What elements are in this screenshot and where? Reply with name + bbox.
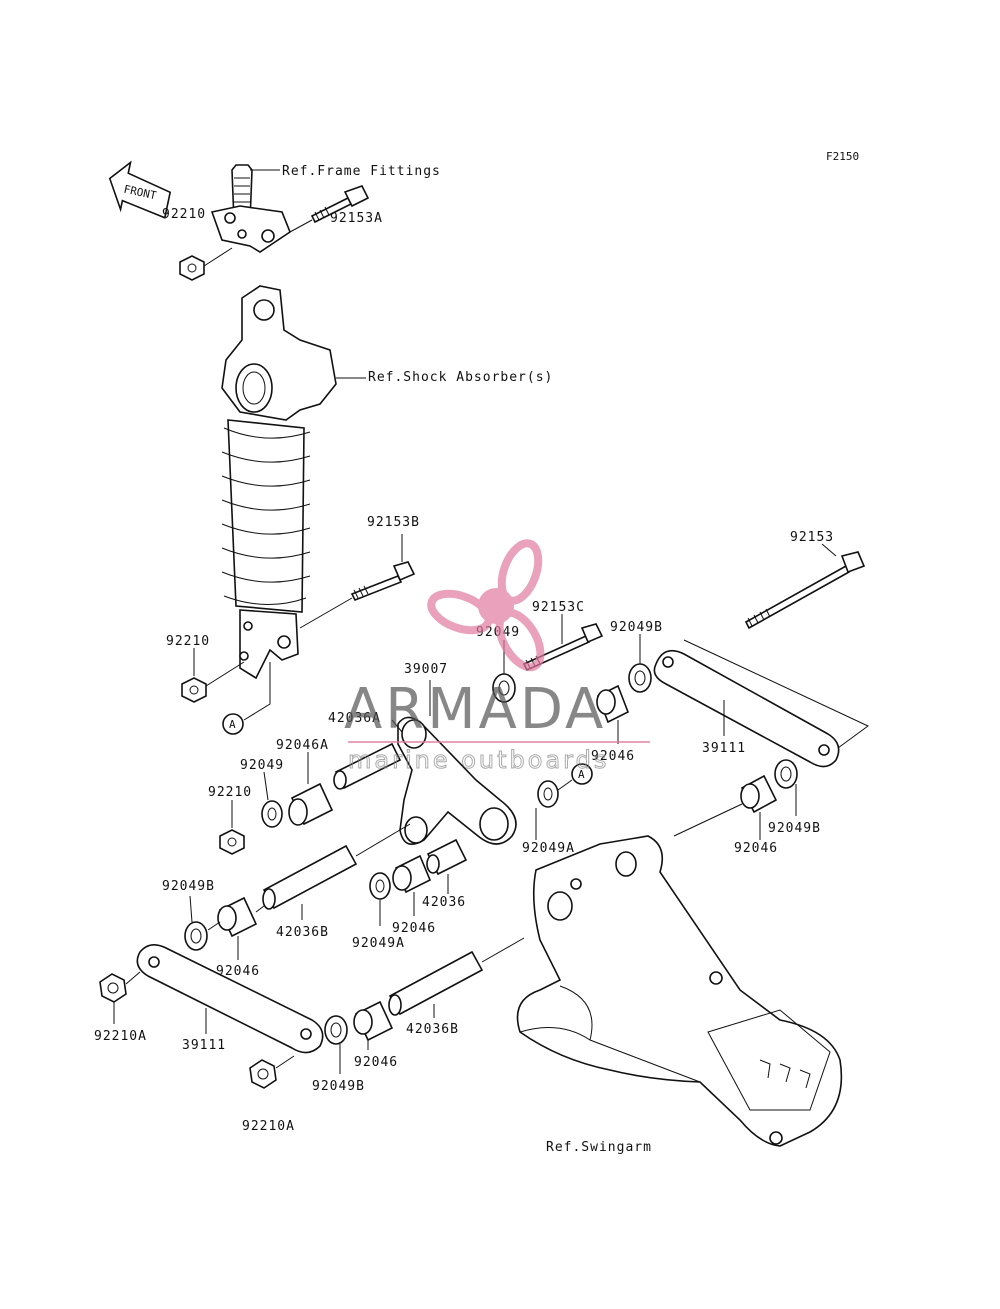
leader-92049-left [263, 771, 269, 801]
sleeve-42036A [333, 742, 402, 790]
callout-a-left [222, 713, 244, 735]
washer-92049B-right [774, 759, 798, 789]
leader-92049A-mid [535, 779, 573, 840]
armada-watermark: ARMADA marine outboards [344, 539, 650, 775]
label-92210-top: 92210 [162, 207, 206, 222]
sleeve-42036B-lower [388, 950, 484, 1016]
label-39111-right: 39111 [702, 741, 746, 756]
ref-swingarm: Ref.Swingarm [546, 1140, 652, 1155]
label-92046A: 92046A [276, 738, 329, 753]
nut-92210-left [219, 829, 245, 855]
bearing-92046-mid [596, 684, 630, 724]
leader-left-axis [207, 905, 265, 931]
washer-92049B-top [628, 663, 652, 693]
label-92049B-right: 92049B [768, 821, 821, 836]
leader-92153 [821, 543, 837, 557]
washer-92049A-mid [537, 780, 559, 808]
bolt-92153B [350, 561, 416, 602]
label-92049B-left: 92049B [162, 879, 215, 894]
washer-92049A-center [369, 872, 391, 900]
shock-absorber [221, 285, 337, 680]
leader-nut-top [203, 247, 233, 267]
bearing-92046-lower [353, 1000, 394, 1042]
label-92210A-left: 92210A [94, 1029, 147, 1044]
bearing-92046A [288, 782, 334, 826]
diagram-code: F2150 [826, 150, 859, 163]
bolt-92153A [310, 185, 370, 224]
leader-left-parts [189, 895, 239, 960]
nut-92210A-bottom [249, 1059, 277, 1089]
leader-lower-parts [275, 1040, 369, 1074]
frame-fitting-bracket [210, 164, 291, 253]
washer-92049-top [492, 673, 516, 703]
leader-92210A-left [113, 971, 141, 1024]
sleeve-42036 [426, 838, 468, 876]
bearing-92046-left [217, 896, 258, 938]
label-92153A: 92153A [330, 211, 383, 226]
ref-frame-fittings: Ref.Frame Fittings [282, 164, 441, 179]
leader-nut-mid [193, 648, 245, 687]
leader-callout-a-left [243, 662, 271, 721]
propeller-logo-icon [427, 539, 545, 672]
callout-a-right-text: A [578, 768, 585, 781]
label-42036: 42036 [422, 895, 466, 910]
bearing-92046-right [740, 774, 778, 814]
callout-a-right [571, 763, 593, 785]
label-42036B-lower: 42036B [406, 1022, 459, 1037]
label-92049B-lower: 92049B [312, 1079, 365, 1094]
leader-92153A [289, 219, 313, 233]
label-92049-left: 92049 [240, 758, 284, 773]
label-92210-left: 92210 [208, 785, 252, 800]
label-39007: 39007 [404, 662, 448, 677]
label-42036B-upper: 42036B [276, 925, 329, 940]
label-42036A: 42036A [328, 711, 381, 726]
label-92046-mid: 92046 [591, 749, 635, 764]
bearing-92046-center [392, 854, 432, 894]
watermark-tagline: marine outboards [348, 746, 609, 774]
leader-right-parts [759, 784, 797, 840]
nut-92210A-left [99, 973, 127, 1003]
washer-92049-left [261, 800, 283, 828]
nut-92210-mid [181, 677, 207, 703]
label-92153: 92153 [790, 530, 834, 545]
tie-rod-right-guide [683, 639, 869, 749]
tie-rod-39111-right [653, 649, 840, 768]
leader-center-parts [379, 874, 449, 926]
tie-rod-39111-left [136, 944, 324, 1054]
sleeve-42036B-upper [262, 844, 358, 910]
label-92153C: 92153C [532, 600, 585, 615]
label-92046-center: 92046 [392, 921, 436, 936]
leader-swingarm-pivot [673, 803, 743, 837]
leader-42036B-upper-axis [355, 823, 411, 857]
watermark-brand: ARMADA [344, 677, 606, 742]
label-92046-right: 92046 [734, 841, 778, 856]
leader-42036A [391, 719, 403, 733]
washer-92049B-left [184, 921, 208, 951]
label-92049A-center: 92049A [352, 936, 405, 951]
label-92049B-top: 92049B [610, 620, 663, 635]
swingarm [516, 835, 843, 1147]
label-92046-lower: 92046 [354, 1055, 398, 1070]
ref-shock-absorber: Ref.Shock Absorber(s) [368, 370, 553, 385]
label-92153B: 92153B [367, 515, 420, 530]
bolt-92153 [744, 551, 866, 630]
label-92210-mid: 92210 [166, 634, 210, 649]
label-39111-left: 39111 [182, 1038, 226, 1053]
washer-92049B-lower [324, 1015, 348, 1045]
leader-bolt-92153B [299, 597, 353, 629]
front-direction-arrow-icon: FRONT [108, 160, 172, 219]
nut-92210-top [179, 255, 205, 281]
leader-42036B-lower-axis [481, 937, 525, 963]
callout-a-left-text: A [229, 718, 236, 731]
label-92046-left: 92046 [216, 964, 260, 979]
label-92210A-bottom: 92210A [242, 1119, 295, 1134]
label-92049A-mid: 92049A [522, 841, 575, 856]
